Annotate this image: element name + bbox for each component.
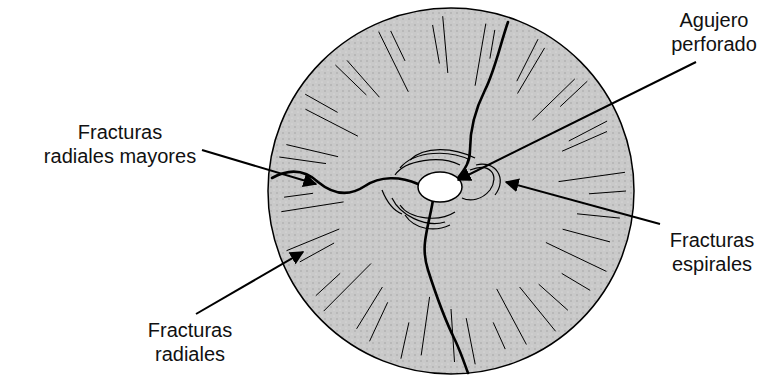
radial-fracture-line: [563, 229, 610, 242]
radial-fracture-line: [589, 191, 626, 194]
radial-fracture-line: [401, 322, 409, 358]
radial-fracture-line: [517, 39, 538, 81]
radial-fracture-line: [518, 48, 545, 94]
radial-fracture-line: [300, 243, 334, 262]
radial-fracture-line: [357, 287, 383, 329]
radial-fracture-line: [569, 121, 607, 141]
radial-fracture-line: [284, 193, 313, 197]
radial-fracture-line: [279, 157, 326, 164]
radial-fracture-line: [562, 132, 607, 152]
drilled-hole: [418, 172, 462, 202]
radial-fracture-line: [324, 264, 371, 312]
radial-fracture-line: [305, 109, 358, 136]
radial-fracture-line: [347, 60, 379, 97]
radial-fracture-line: [560, 81, 587, 106]
radial-fracture-line: [305, 94, 337, 112]
radial-fracture-line: [520, 287, 556, 331]
radial-fracture-line: [466, 318, 475, 364]
radial-fracture-line: [490, 30, 495, 59]
radial-fracture-line: [493, 322, 505, 349]
radial-fracture-line: [316, 273, 340, 295]
radial-fracture-line: [281, 202, 343, 212]
radial-fracture-line: [335, 65, 366, 95]
spiral-fractures: [382, 150, 500, 229]
callout-label: Fracturas espirales: [662, 228, 762, 276]
callout-label: Agujero perforado: [664, 8, 764, 56]
radial-fracture-line: [443, 16, 448, 73]
radial-fracture-line: [433, 25, 440, 64]
radial-fracture-line: [370, 302, 388, 341]
radial-fracture-line: [577, 214, 620, 218]
radial-fracture-line: [287, 229, 340, 251]
radial-fracture-line: [546, 243, 607, 272]
glass-pane: [268, 8, 634, 374]
major-radial-fractures: [272, 22, 508, 373]
radial-fracture-line: [539, 284, 568, 310]
radial-fracture-line: [391, 31, 405, 61]
radial-fracture-line: [421, 297, 429, 355]
radial-fracture-line: [379, 32, 409, 92]
radial-fracture-line: [475, 24, 486, 86]
radial-fracture-line: [497, 289, 527, 345]
callout-label: Fracturas radiales mayores: [42, 120, 198, 168]
radial-fracture-line: [562, 273, 591, 290]
radial-fracture-line: [559, 172, 625, 181]
leader-arrows: [196, 62, 696, 314]
radial-fracture-line: [286, 145, 338, 157]
callout-label: Fracturas radiales: [140, 318, 240, 366]
